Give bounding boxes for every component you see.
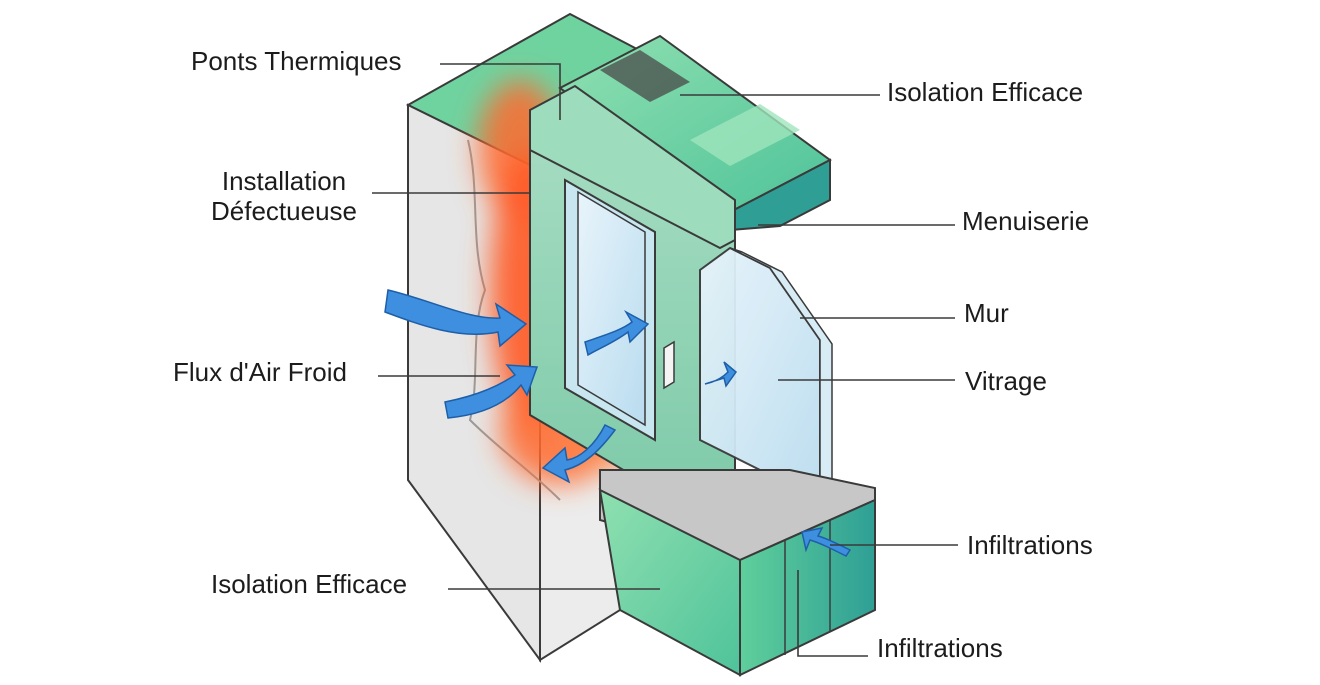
label-infiltrations-1: Infiltrations xyxy=(967,530,1093,560)
label-installation-defectueuse: Installation Défectueuse xyxy=(211,166,357,226)
window-handle xyxy=(663,340,675,390)
left-sash-glass xyxy=(577,190,646,427)
leader-lines xyxy=(372,63,958,657)
label-vitrage: Vitrage xyxy=(965,366,1047,396)
head-beam xyxy=(529,84,736,250)
air-arrow-4 xyxy=(584,310,650,357)
label-ponts-thermiques: Ponts Thermiques xyxy=(191,46,402,76)
top-insulation-block xyxy=(558,34,832,232)
bottom-insulation-block xyxy=(598,469,876,677)
leader-infiltrations-2 xyxy=(797,570,868,657)
top-insulation-gap xyxy=(600,50,690,102)
label-infiltrations-2: Infiltrations xyxy=(877,633,1003,663)
air-arrow-2 xyxy=(444,364,539,419)
label-mur: Mur xyxy=(964,298,1009,328)
top-insulation-strip xyxy=(690,104,800,166)
label-isolation-efficace-top: Isolation Efficace xyxy=(887,77,1084,107)
air-arrow-1 xyxy=(384,289,528,348)
air-arrow-5 xyxy=(704,361,738,388)
leader-ponts-thermiques xyxy=(440,63,561,120)
cold-air-arrows xyxy=(384,289,852,557)
label-menuiserie: Menuiserie xyxy=(962,206,1090,236)
label-isolation-efficace-bottom: Isolation Efficace xyxy=(211,569,408,599)
label-flux-air-froid: Flux d'Air Froid xyxy=(173,357,348,387)
air-arrow-3 xyxy=(541,423,617,484)
